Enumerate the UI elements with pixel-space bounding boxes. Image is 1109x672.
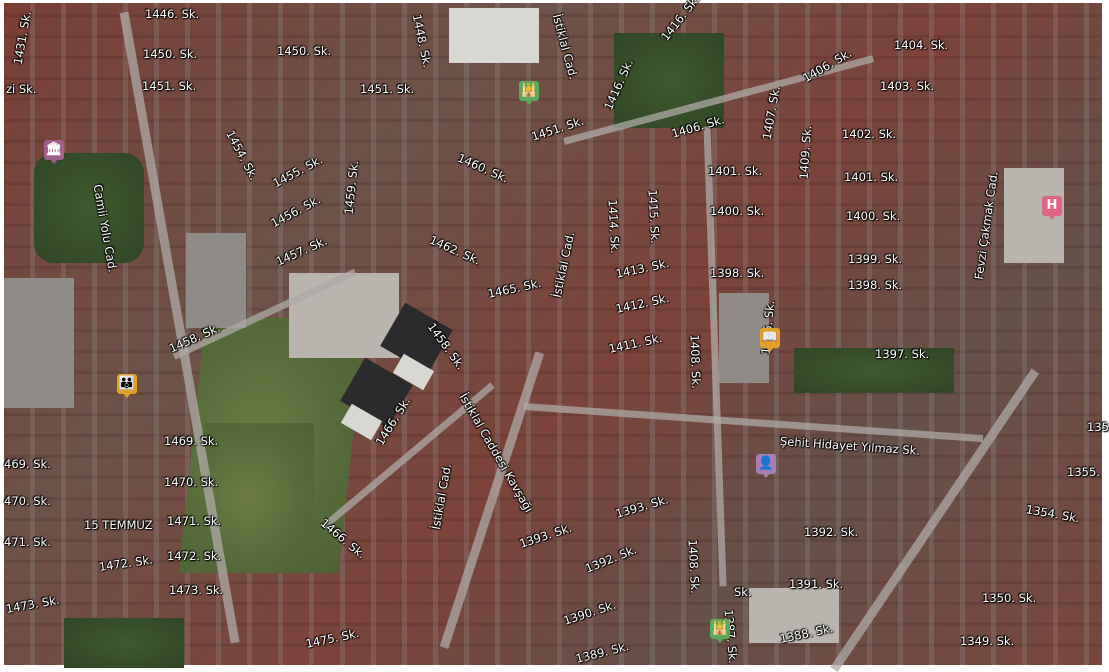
street-label: 1450. Sk.	[143, 47, 198, 61]
street-label: 1392. Sk.	[583, 542, 639, 576]
street-label: 1402. Sk.	[842, 127, 897, 141]
street-label: 1412. Sk.	[614, 290, 671, 316]
street-label: 1471. Sk.	[167, 514, 222, 528]
street-label: 1390. Sk.	[561, 597, 618, 628]
street-label: 1355.	[1067, 465, 1100, 479]
street-label: 1431. Sk.	[10, 9, 34, 66]
satellite-map[interactable]: 1446. Sk. 1450. Sk. 1450. Sk. 1451. Sk. …	[4, 0, 1109, 672]
park-area-southwest	[64, 618, 184, 668]
street-label: 1462. Sk.	[427, 232, 483, 268]
street-label: İstiklal Cad.	[549, 230, 578, 299]
street-label: 1398. Sk.	[710, 266, 765, 280]
street-label: 1408. Sk.	[687, 334, 704, 389]
street-label: 1473. Sk.	[169, 583, 224, 597]
street-label: 1469. Sk.	[164, 434, 219, 448]
street-label: Fevzi Çakmak Cad.	[971, 170, 1001, 281]
street-label: 1393. Sk.	[613, 492, 670, 521]
street-label: 1392. Sk.	[804, 525, 859, 539]
street-label: 1472. Sk.	[97, 552, 154, 574]
street-label: 1448. Sk.	[409, 12, 435, 69]
street-label: 1413. Sk.	[614, 255, 671, 281]
street-label: 1354. Sk.	[1024, 502, 1081, 526]
street-label: 1465. Sk.	[486, 275, 543, 301]
construction-site	[749, 588, 839, 643]
street-label: İstiklal Cad.	[428, 462, 455, 531]
street-label: 1415. Sk.	[645, 189, 663, 244]
museum-icon[interactable]: 🏛	[44, 140, 64, 164]
street-label: 1350. Sk.	[982, 591, 1037, 605]
street-label: 1409. Sk.	[796, 124, 815, 180]
street-label: 135	[1087, 420, 1109, 434]
street-label: 1408. Sk.	[685, 539, 703, 594]
street-label: 471. Sk.	[4, 535, 51, 549]
mosque-icon[interactable]: 🕌	[519, 81, 539, 105]
street-label: 1391. Sk.	[789, 577, 844, 591]
street-label: 1393. Sk.	[517, 520, 574, 551]
street-label: 1473. Sk.	[4, 592, 61, 616]
street-label: 1399. Sk.	[848, 252, 903, 266]
mosque-courtyard	[449, 8, 539, 63]
street-label: 1472. Sk.	[167, 549, 222, 563]
street-label: 1398. Sk.	[848, 278, 903, 292]
parking-lot	[186, 233, 246, 328]
street-label: 1407. Sk.	[759, 84, 783, 141]
community-icon[interactable]: 👤	[756, 454, 776, 478]
school-icon[interactable]: 👪	[117, 374, 137, 398]
street-label: 1414. Sk.	[605, 199, 623, 254]
street-label: 1459. Sk.	[341, 159, 362, 216]
street-label: 1454. Sk.	[223, 127, 262, 183]
street-label: 1451. Sk.	[360, 82, 415, 96]
top-border	[0, 0, 1102, 3]
street-label: 1455. Sk.	[270, 152, 325, 191]
street-label: 1400. Sk.	[846, 209, 901, 223]
left-border	[0, 0, 4, 665]
street-label: Sk.	[734, 585, 752, 599]
street-label: 1450. Sk.	[277, 44, 332, 58]
street-label: 1451. Sk.	[142, 79, 197, 93]
street-label: 1456. Sk.	[268, 192, 323, 231]
fevzi-cakmak-road	[830, 368, 1040, 672]
street-label: zi Sk.	[6, 82, 37, 96]
street-label: 1401. Sk.	[708, 164, 763, 178]
street-label: 1389. Sk.	[574, 639, 631, 666]
sehit-hidayet-road	[523, 403, 984, 443]
street-label: 1403. Sk.	[880, 79, 935, 93]
street-label: 15 TEMMUZ	[84, 518, 153, 532]
street-label: 470. Sk.	[4, 494, 51, 508]
street-label: 1349. Sk.	[960, 634, 1015, 648]
street-label: Şehit Hidayet Yılmaz Sk.	[779, 434, 921, 458]
street-label: 1457. Sk.	[273, 233, 330, 269]
hospital-icon[interactable]: H	[1042, 196, 1062, 220]
street-label: İstiklal Cad.	[549, 12, 581, 81]
library-icon[interactable]: 📖	[760, 328, 780, 352]
street-label: 1470. Sk.	[164, 475, 219, 489]
park-area-west	[34, 153, 144, 263]
street-label: 1460. Sk.	[455, 150, 511, 186]
street-label: 1401. Sk.	[844, 170, 899, 184]
street-label: 1397. Sk.	[875, 347, 930, 361]
street-label: 1400. Sk.	[710, 204, 765, 218]
street-label: 1446. Sk.	[145, 7, 200, 21]
westside-blocks	[4, 278, 74, 408]
street-label: 1411. Sk.	[607, 330, 664, 356]
park-area-center	[794, 348, 954, 393]
street-label: 469. Sk.	[4, 457, 51, 471]
street-label: 1404. Sk.	[894, 38, 949, 52]
mosque-icon[interactable]: 🕌	[710, 619, 730, 643]
street-label: 1475. Sk.	[304, 625, 361, 651]
